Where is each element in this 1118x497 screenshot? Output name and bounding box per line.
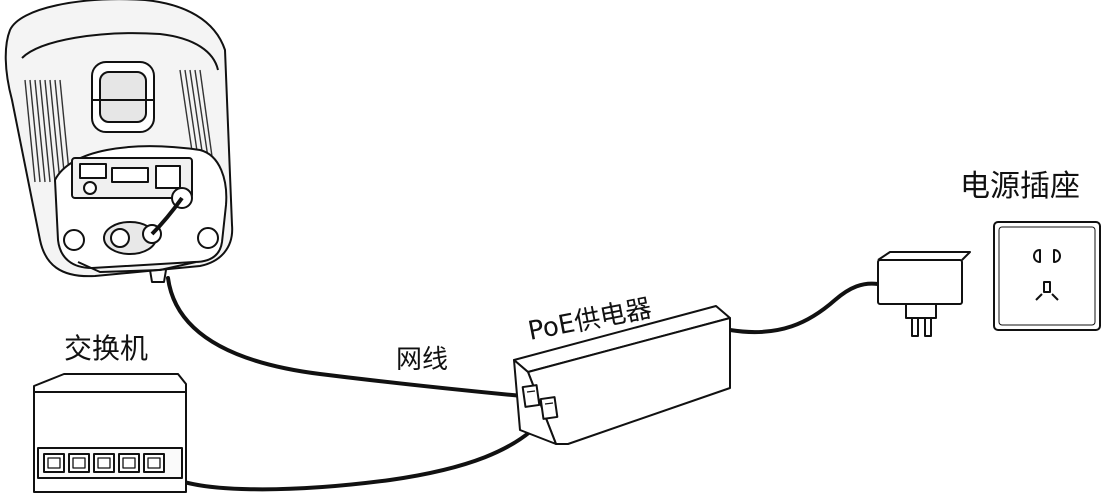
switch-port-2 [68,453,90,473]
cables [158,276,880,492]
injector-port-data [521,384,541,408]
switch-port-3 [93,453,115,473]
injector-port-poe [539,396,559,420]
network-cable-camera-to-injector [166,276,524,398]
network-cable-label: 网线 [396,345,448,375]
wall-socket-icon [993,221,1101,331]
power-cable-injector-to-adapter [728,281,880,335]
switch-port-5 [143,453,165,473]
switch-port-1 [43,453,65,473]
network-cable-switch-to-injector [158,410,551,492]
switch-ports [43,453,165,473]
power-socket-label: 电源插座 [960,169,1080,204]
network-switch-icon [33,373,187,493]
switch-port-4 [118,453,140,473]
poe-injector-icon [513,305,731,445]
dome-camera-open-icon [4,0,234,283]
switch-label: 交换机 [64,332,148,365]
power-adapter-icon [877,251,971,337]
